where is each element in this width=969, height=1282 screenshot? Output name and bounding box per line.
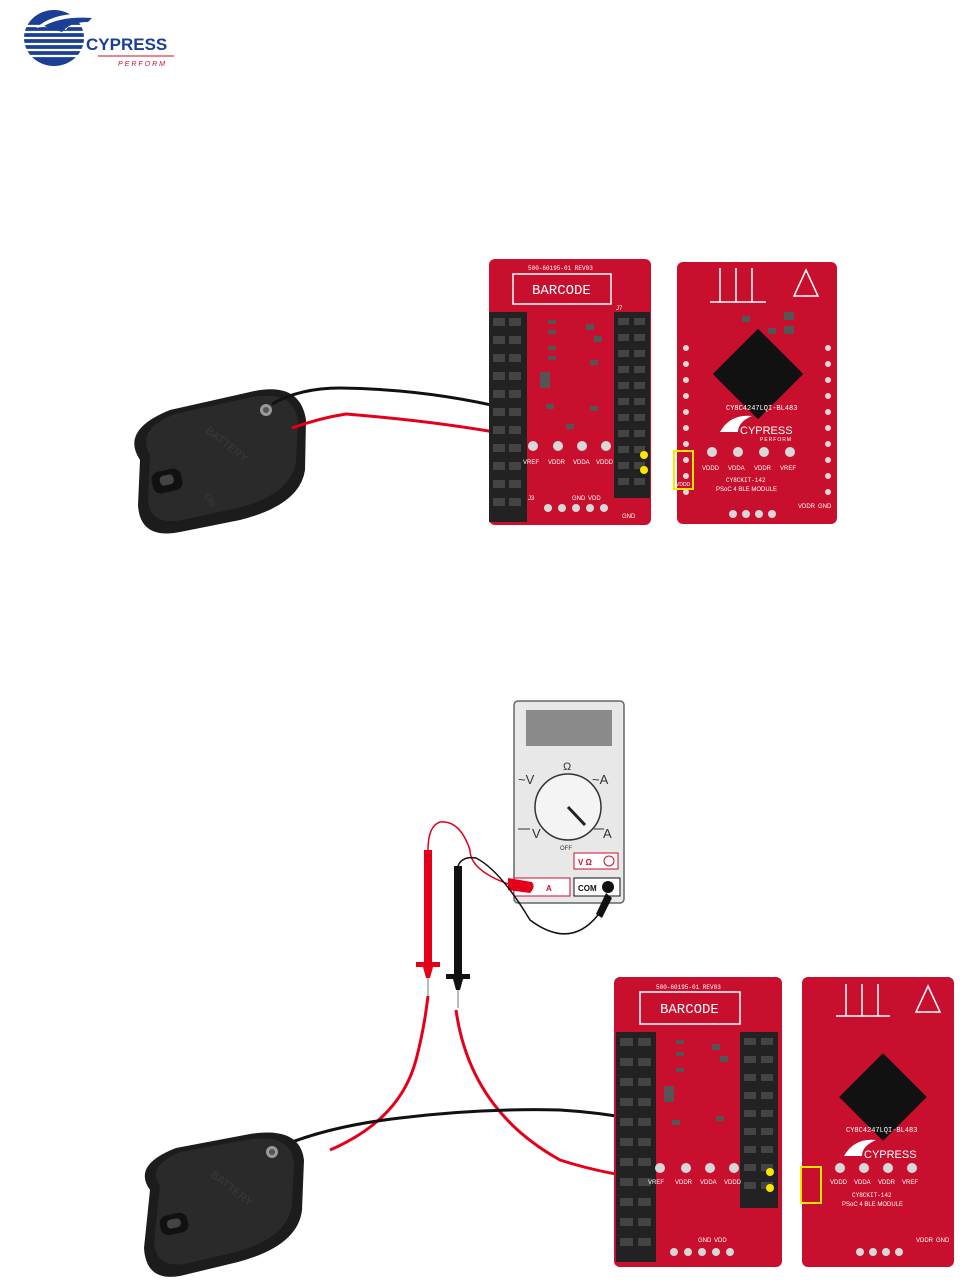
baseboard-2-gnd-pin-label: GND xyxy=(698,1238,712,1244)
baseboard-gnd-pin-label: GND xyxy=(572,496,586,502)
module-2-gnd-side-label: GND xyxy=(936,1238,950,1244)
ble-module: CY8C4247LQI-BL483 CYPRESS PERFORM VDDD V… xyxy=(673,262,837,524)
coin-cell-battery-holder: BATTERY ON xyxy=(134,389,306,534)
module-brand: CYPRESS xyxy=(740,425,793,437)
red-probe-lead xyxy=(427,821,509,885)
module-2-name-label: PSoC 4 BLE MODULE xyxy=(842,1202,903,1208)
module-gnd-side-label: GND xyxy=(818,504,832,510)
baseboard-pin-vddr: VDDR xyxy=(548,460,566,466)
module-name-label: PSoC 4 BLE MODULE xyxy=(716,487,777,493)
baseboard-2-pin-vddr: VDDR xyxy=(675,1180,693,1186)
module-pin-vddr: VDDR xyxy=(754,466,772,472)
gnd-connection-dot-2 xyxy=(766,1168,774,1176)
black-wire-battery-to-board xyxy=(281,1108,771,1174)
coin-cell-battery-holder-2: BATTERY xyxy=(144,1132,304,1277)
dial-pointer xyxy=(566,805,587,827)
red-wire-probe-to-board xyxy=(454,1009,771,1190)
vdd-connection-dot-2 xyxy=(766,1184,774,1192)
multimeter-dial xyxy=(534,773,602,841)
jack-vohm-label: V Ω xyxy=(578,858,593,867)
module-2-chip-part: CY8C4247LQI-BL483 xyxy=(846,1127,917,1135)
cypress-logo: CYPRESS PERFORM xyxy=(24,10,174,68)
module-2-brand: CYPRESS xyxy=(864,1149,917,1161)
dial-vdc-label: V xyxy=(532,826,541,841)
baseboard-2: 500-60195-01 REV03 BARCODE xyxy=(614,977,782,1267)
baseboard-j3-label: J3 xyxy=(528,496,535,502)
dial-vac-label: ~V xyxy=(518,772,535,787)
baseboard-2-barcode: BARCODE xyxy=(660,1002,719,1018)
logo-text: CYPRESS xyxy=(86,35,167,54)
baseboard-2-pin-vdda: VDDA xyxy=(700,1180,717,1186)
baseboard-part-number: 500-60195-01 REV03 xyxy=(528,265,593,272)
vdd-connection-dot xyxy=(640,466,648,474)
module-kit-label: CY8CKIT-142 xyxy=(726,477,766,484)
module-pin-vdda: VDDA xyxy=(728,466,745,472)
module-2-pin-vddd: VDDD xyxy=(830,1180,848,1186)
baseboard-pin-vddd: VDDD xyxy=(596,460,614,466)
dial-adc-label: A xyxy=(603,826,612,841)
gnd-connection-dot xyxy=(640,451,648,459)
dial-aac-label: ~A xyxy=(592,772,609,787)
baseboard-gnd-label: GND xyxy=(622,514,636,520)
module-pin-vref: VREF xyxy=(780,466,796,472)
baseboard-2-pin-vddd: VDDD xyxy=(724,1180,742,1186)
module-2-pin-vddr: VDDR xyxy=(878,1180,896,1186)
module-2-kit-label: CY8CKIT-142 xyxy=(852,1192,892,1199)
multimeter-display xyxy=(526,710,612,746)
module-2-pin-vref: VREF xyxy=(902,1180,918,1186)
black-probe-lead xyxy=(457,856,599,935)
baseboard-2-part-number: 500-60195-01 REV03 xyxy=(656,984,721,991)
logo-tagline: PERFORM xyxy=(118,61,167,68)
module-vddr-side-label: VDDR xyxy=(798,504,816,510)
baseboard-pin-vref: VREF xyxy=(523,460,539,466)
module-vddd-jumper-label: VDDD xyxy=(676,482,691,488)
module-chip-part: CY8C4247LQI-BL483 xyxy=(726,405,797,413)
battery-2-label: BATTERY xyxy=(208,1169,255,1209)
ble-module-2: CY8C4247LQI-BL483 CYPRESS VDDD VDDA VDDR… xyxy=(800,977,954,1267)
vddd-jumper-highlight xyxy=(673,450,694,490)
red-wire-battery-to-probe xyxy=(329,995,430,1152)
baseboard-pin-vdda: VDDA xyxy=(573,460,590,466)
multimeter: Ω ~V ~A V A OFF V Ω A COM xyxy=(508,700,625,918)
dial-ohm-label: Ω xyxy=(563,761,571,773)
jack-com-label: COM xyxy=(578,884,597,893)
module-pin-vddd: VDDD xyxy=(702,466,720,472)
module-2-pin-vdda: VDDA xyxy=(854,1180,871,1186)
baseboard-vdd-pin-label: VDD xyxy=(588,496,601,502)
dial-off-label: OFF xyxy=(560,846,572,852)
module-brand-tagline: PERFORM xyxy=(760,437,792,443)
red-probe xyxy=(416,850,440,996)
baseboard: 500-60195-01 REV03 BARCODE xyxy=(489,259,651,525)
module-2-vddr-side-label: VDDR xyxy=(916,1238,934,1244)
baseboard-barcode-label: BARCODE xyxy=(532,283,591,299)
baseboard-2-pin-vref: VREF xyxy=(648,1180,664,1186)
black-probe xyxy=(446,866,470,1008)
vddd-jumper-highlight-2 xyxy=(800,1166,822,1204)
baseboard-j7-label: J7 xyxy=(616,306,623,312)
cypress-logo-icon xyxy=(24,10,92,66)
baseboard-2-vdd-pin-label: VDD xyxy=(714,1238,727,1244)
figure-battery-connection: BATTERY ON 500-60195-01 REV03 BARCODE xyxy=(134,259,837,534)
jack-a-label: A xyxy=(546,884,552,893)
